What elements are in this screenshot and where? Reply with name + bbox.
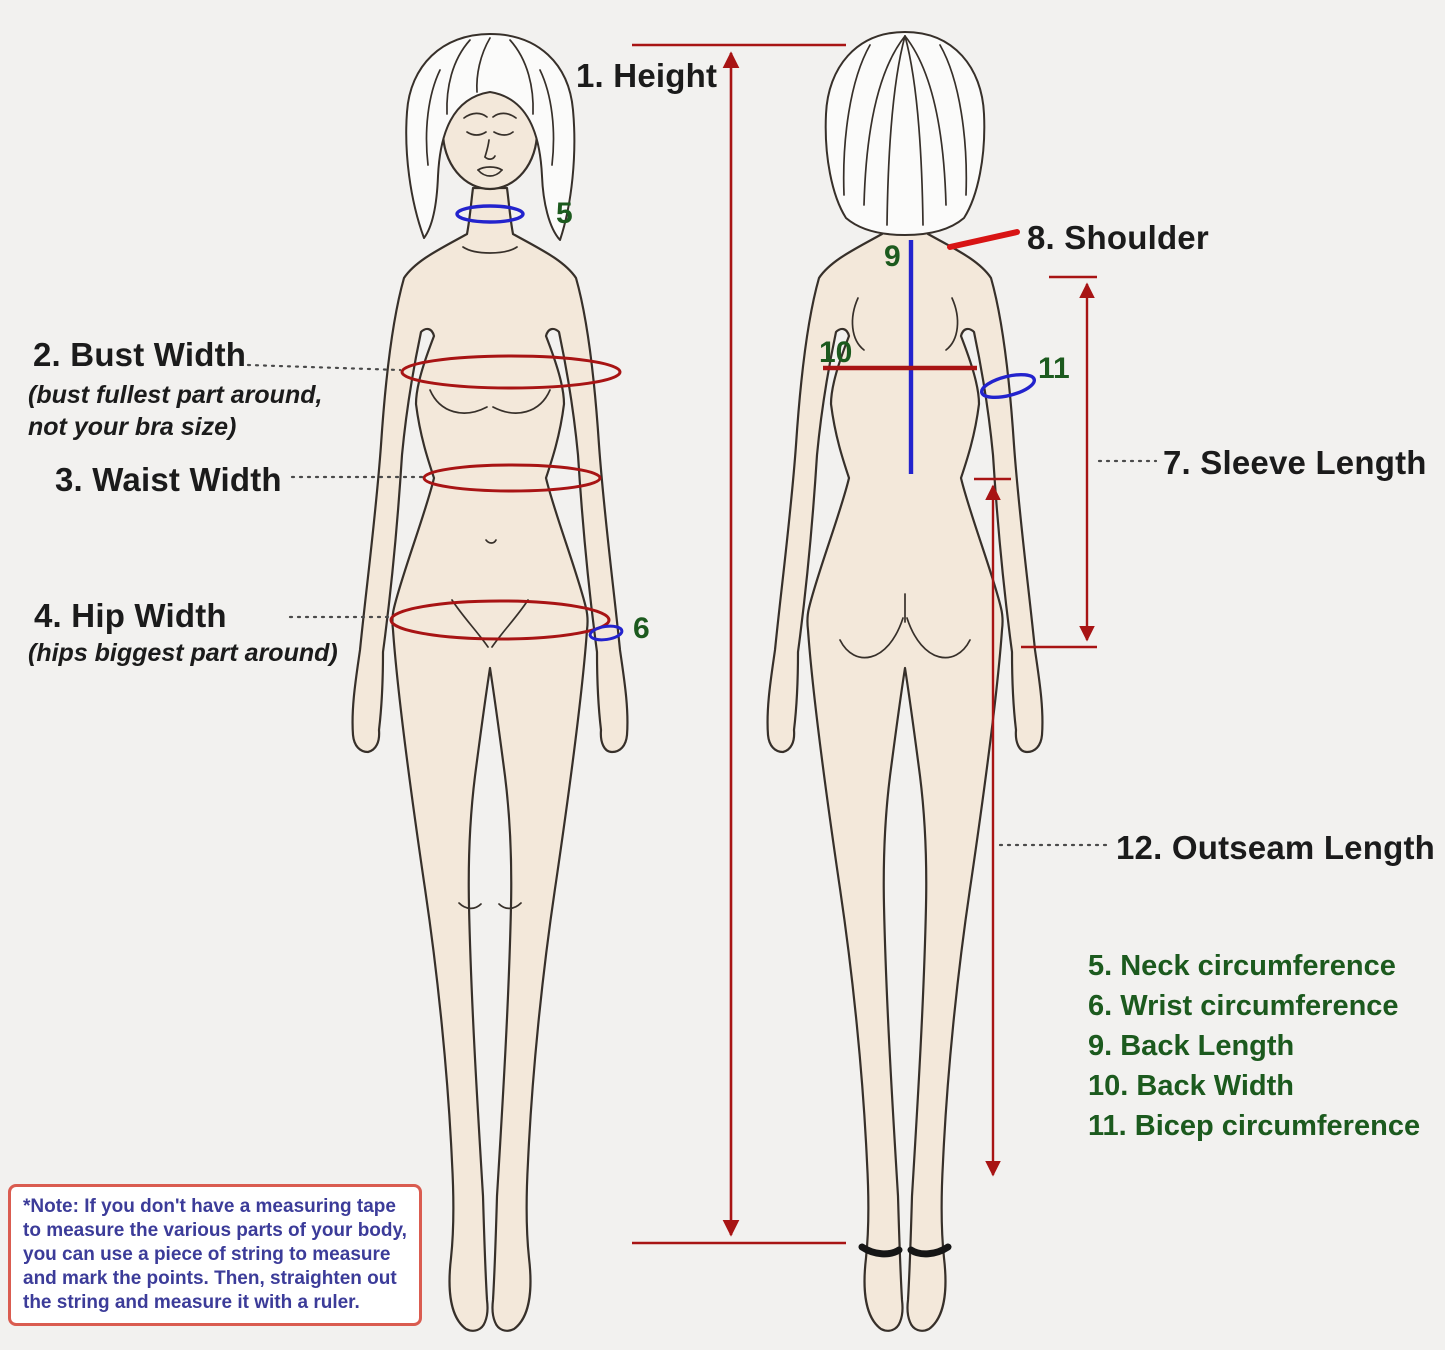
figure-front bbox=[351, 33, 629, 1332]
label-shoulder: 8. Shoulder bbox=[1027, 219, 1209, 256]
measurement-overlays bbox=[246, 43, 1158, 1245]
note-box: *Note: If you don't have a measuring tap… bbox=[8, 1184, 422, 1326]
label-bust-width: 2. Bust Width bbox=[33, 336, 247, 373]
shoulder-line bbox=[947, 229, 1020, 250]
back-body-outline bbox=[766, 186, 1044, 1332]
front-body-outline bbox=[351, 186, 629, 1332]
marker-neck-number: 5 bbox=[556, 197, 573, 230]
legend-item-neck: 5. Neck circumference bbox=[1088, 950, 1396, 982]
front-details bbox=[425, 37, 555, 910]
label-height: 1. Height bbox=[576, 57, 718, 94]
neck-ellipse bbox=[455, 204, 525, 224]
marker-back-length-number: 9 bbox=[884, 240, 901, 273]
bust-ellipse bbox=[400, 354, 622, 390]
back-heels bbox=[858, 1243, 952, 1258]
marker-wrist-number: 6 bbox=[633, 612, 650, 645]
wrist-ellipse bbox=[588, 624, 624, 642]
legend-item-back-length: 9. Back Length bbox=[1088, 1030, 1295, 1062]
label-outseam-length: 12. Outseam Length bbox=[1116, 829, 1436, 866]
hip-ellipse bbox=[389, 599, 611, 641]
label-hip-width-sub: (hips biggest part around) bbox=[28, 639, 338, 667]
label-hip-width: 4. Hip Width bbox=[34, 597, 227, 634]
bust-leader-line bbox=[246, 363, 402, 372]
label-bust-width-sub2: not your bra size) bbox=[28, 413, 237, 441]
back-hair bbox=[824, 31, 986, 236]
marker-back-width-number: 10 bbox=[819, 336, 853, 369]
bicep-ellipse bbox=[980, 373, 1036, 399]
back-details bbox=[839, 35, 971, 659]
waist-ellipse bbox=[422, 463, 602, 493]
note-text: *Note: If you don't have a measuring tap… bbox=[23, 1196, 407, 1313]
label-waist-width: 3. Waist Width bbox=[55, 461, 282, 498]
marker-bicep-number: 11 bbox=[1038, 352, 1070, 385]
legend: 5. Neck circumference 6. Wrist circumfer… bbox=[1088, 946, 1420, 1146]
legend-item-back-width: 10. Back Width bbox=[1088, 1070, 1295, 1102]
label-sleeve-length: 7. Sleeve Length bbox=[1163, 444, 1427, 481]
figure-back bbox=[766, 31, 1044, 1332]
label-bust-width-sub1: (bust fullest part around, bbox=[28, 381, 323, 409]
legend-item-bicep: 11. Bicep circumference bbox=[1088, 1110, 1421, 1142]
legend-item-wrist: 6. Wrist circumference bbox=[1088, 990, 1399, 1022]
